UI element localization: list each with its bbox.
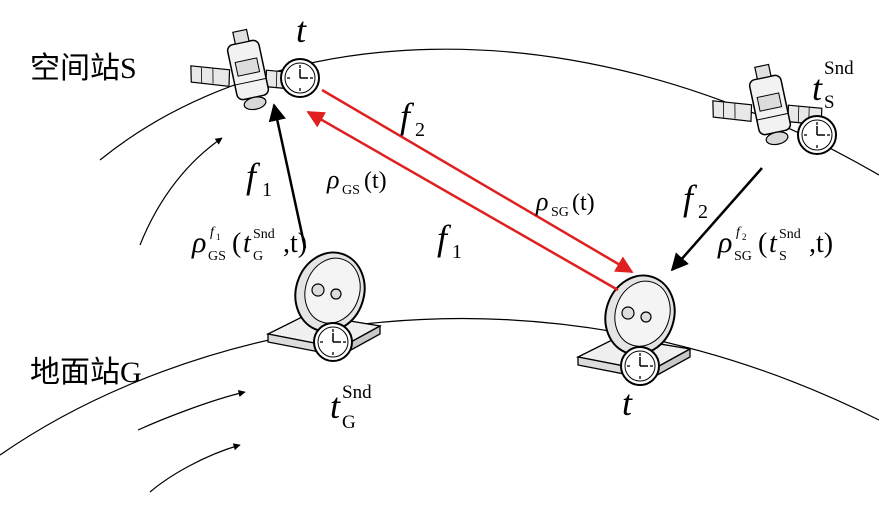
space-station-label: 空间站S bbox=[30, 52, 137, 85]
red-link-to-ground bbox=[321, 88, 634, 274]
svg-text:1: 1 bbox=[262, 179, 272, 201]
svg-text:G: G bbox=[342, 412, 356, 433]
time-tG-snd: t Snd G bbox=[330, 382, 372, 433]
svg-text:,t): ,t) bbox=[809, 228, 833, 259]
time-t-satellite: t bbox=[296, 10, 307, 50]
svg-text:(: ( bbox=[232, 228, 241, 259]
range-rho-sg-f2: ρ f 2 SG ( t Snd S ,t) bbox=[717, 225, 833, 264]
svg-text:SG: SG bbox=[551, 205, 569, 220]
svg-text:2: 2 bbox=[698, 201, 708, 223]
svg-text:f: f bbox=[400, 96, 415, 136]
svg-text:S: S bbox=[779, 249, 787, 264]
svg-text:Snd: Snd bbox=[253, 227, 275, 242]
range-rho-gs: ρ GS (t) bbox=[326, 165, 387, 198]
range-rho-gs-f1: ρ f 1 GS ( t Snd G ,t) bbox=[191, 225, 307, 264]
svg-text:(t): (t) bbox=[364, 168, 387, 194]
svg-text:S: S bbox=[824, 92, 835, 113]
downlink-f2-arrow bbox=[670, 167, 763, 272]
time-t-ground: t bbox=[622, 383, 633, 423]
svg-text:2: 2 bbox=[742, 232, 747, 242]
red-link-to-satellite bbox=[306, 110, 619, 292]
svg-text:f: f bbox=[683, 178, 698, 218]
frequency-f2-red: f 2 bbox=[400, 96, 425, 141]
clock-icon-ground-later bbox=[620, 346, 660, 386]
svg-text:ρ: ρ bbox=[191, 226, 206, 259]
svg-text:f: f bbox=[246, 156, 261, 196]
rotation-arrow-middle bbox=[137, 389, 246, 431]
time-tS-snd: t Snd S bbox=[812, 58, 854, 113]
frequency-f2-downlink: f 2 bbox=[683, 178, 708, 223]
svg-text:f: f bbox=[736, 225, 742, 240]
svg-text:Snd: Snd bbox=[824, 58, 854, 79]
rotation-arrow-lower bbox=[149, 443, 241, 493]
range-rho-sg: ρ SG (t) bbox=[535, 187, 595, 220]
frequency-f1-red: f 1 bbox=[437, 218, 462, 263]
svg-text:2: 2 bbox=[415, 119, 425, 141]
svg-text:SG: SG bbox=[734, 249, 752, 264]
svg-text:Snd: Snd bbox=[779, 227, 801, 242]
rotation-arrow-upper bbox=[139, 137, 223, 246]
svg-text:ρ: ρ bbox=[535, 187, 548, 216]
svg-text:t: t bbox=[812, 68, 823, 108]
svg-text:f: f bbox=[210, 225, 216, 240]
clock-icon-satellite-later bbox=[797, 115, 837, 155]
svg-text:GS: GS bbox=[208, 249, 226, 264]
svg-text:(: ( bbox=[758, 228, 767, 259]
clock-icon-satellite bbox=[280, 58, 320, 98]
svg-text:f: f bbox=[437, 218, 452, 258]
svg-text:1: 1 bbox=[216, 232, 221, 242]
svg-text:t: t bbox=[243, 228, 252, 259]
svg-text:GS: GS bbox=[342, 183, 360, 198]
clock-icon-ground bbox=[313, 322, 353, 362]
svg-text:t: t bbox=[769, 228, 778, 259]
uplink-f1-arrow bbox=[268, 103, 307, 249]
frequency-f1-uplink: f 1 bbox=[246, 156, 272, 201]
svg-text:G: G bbox=[253, 249, 263, 264]
svg-text:Snd: Snd bbox=[342, 382, 372, 403]
svg-text:ρ: ρ bbox=[326, 165, 339, 194]
ground-station-label: 地面站G bbox=[30, 356, 142, 389]
svg-text:(t): (t) bbox=[572, 190, 595, 216]
svg-text:,t): ,t) bbox=[283, 228, 307, 259]
svg-text:ρ: ρ bbox=[717, 226, 732, 259]
earth-surface-arc bbox=[0, 317, 879, 456]
svg-text:t: t bbox=[330, 386, 341, 426]
svg-text:1: 1 bbox=[452, 241, 462, 263]
